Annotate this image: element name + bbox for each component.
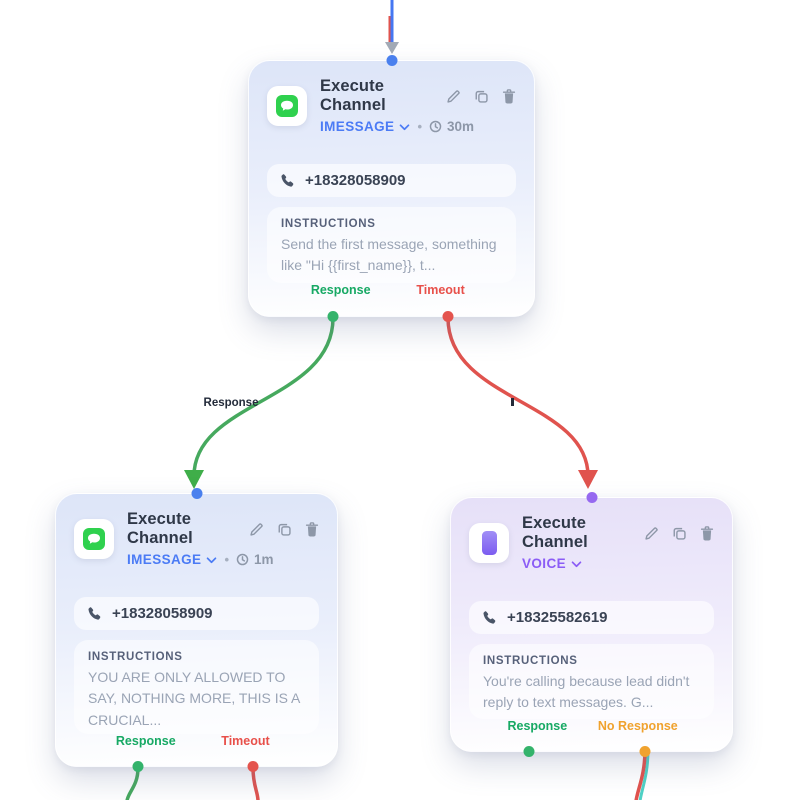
clock-icon bbox=[236, 553, 249, 566]
channel-name: VOICE bbox=[522, 556, 567, 571]
phone-number: +18328058909 bbox=[112, 605, 213, 622]
delete-icon[interactable] bbox=[502, 88, 516, 104]
phone-number: +18325582619 bbox=[507, 609, 608, 626]
node-execute-channel-bottom-left[interactable]: Execute Channel IMESSAGE • 1 bbox=[55, 488, 338, 772]
channel-selector[interactable]: IMESSAGE bbox=[127, 552, 217, 567]
instructions-box[interactable]: INSTRUCTIONS Send the first message, som… bbox=[267, 207, 516, 284]
edge-timeout-label-clipped bbox=[511, 398, 514, 406]
phone-icon bbox=[280, 173, 295, 188]
edge-timeout[interactable] bbox=[446, 316, 590, 478]
node-header: Execute Channel VOICE bbox=[469, 514, 714, 571]
channel-name: IMESSAGE bbox=[127, 552, 202, 567]
node-outputs: Response Timeout bbox=[74, 734, 319, 749]
duplicate-icon[interactable] bbox=[672, 526, 687, 541]
instructions-box[interactable]: INSTRUCTIONS YOU ARE ONLY ALLOWED TO SAY… bbox=[74, 640, 319, 734]
channel-name: IMESSAGE bbox=[320, 119, 395, 134]
handle-target-top[interactable] bbox=[586, 492, 597, 503]
instructions-text: You're calling because lead didn't reply… bbox=[483, 673, 690, 711]
duplicate-icon[interactable] bbox=[474, 89, 489, 104]
handle-target-top[interactable] bbox=[386, 55, 397, 66]
edit-icon[interactable] bbox=[644, 526, 659, 541]
phone-icon bbox=[482, 610, 497, 625]
instructions-heading: INSTRUCTIONS bbox=[483, 655, 578, 667]
output-label-response: Response bbox=[115, 733, 176, 748]
node-header: Execute Channel IMESSAGE • 1 bbox=[74, 510, 319, 567]
handle-source-no-response[interactable] bbox=[639, 746, 651, 757]
separator-dot: • bbox=[224, 552, 230, 567]
chevron-down-icon bbox=[206, 552, 217, 567]
instructions-box[interactable]: INSTRUCTIONS You're calling because lead… bbox=[469, 644, 714, 719]
phone-icon bbox=[87, 606, 102, 621]
channel-selector[interactable]: IMESSAGE bbox=[320, 119, 410, 134]
node-execute-channel-bottom-right[interactable]: Execute Channel VOICE +18325582619 bbox=[450, 492, 733, 757]
instructions-text: Send the first message, something like "… bbox=[281, 236, 497, 274]
edit-icon[interactable] bbox=[249, 522, 264, 537]
handle-source-timeout[interactable] bbox=[247, 761, 259, 772]
node-execute-channel-top[interactable]: Execute Channel IMESSAGE • 3 bbox=[248, 55, 535, 322]
chevron-down-icon bbox=[399, 119, 410, 134]
handle-target-top[interactable] bbox=[191, 488, 202, 499]
node-outputs: Response No Response bbox=[469, 719, 714, 734]
output-label-timeout: Timeout bbox=[416, 283, 465, 298]
edge-bl-timeout-out[interactable] bbox=[251, 767, 260, 800]
timeout-value: 30m bbox=[447, 119, 475, 134]
chevron-down-icon bbox=[571, 556, 582, 571]
edit-icon[interactable] bbox=[446, 89, 461, 104]
handle-source-response[interactable] bbox=[327, 311, 339, 322]
node-header: Execute Channel IMESSAGE • 3 bbox=[267, 77, 516, 134]
output-label-response: Response bbox=[507, 718, 568, 733]
phone-field[interactable]: +18325582619 bbox=[469, 601, 714, 634]
channel-selector[interactable]: VOICE bbox=[522, 556, 582, 571]
instructions-heading: INSTRUCTIONS bbox=[88, 651, 183, 663]
instructions-heading: INSTRUCTIONS bbox=[281, 218, 376, 230]
phone-field[interactable]: +18328058909 bbox=[74, 597, 319, 630]
phone-number: +18328058909 bbox=[305, 172, 406, 189]
clock-icon bbox=[429, 120, 442, 133]
handle-source-response[interactable] bbox=[523, 746, 535, 757]
instructions-text: YOU ARE ONLY ALLOWED TO SAY, NOTHING MOR… bbox=[88, 669, 300, 728]
separator-dot: • bbox=[417, 119, 423, 134]
edge-response[interactable] bbox=[192, 316, 335, 478]
voice-phone-icon bbox=[469, 522, 509, 563]
delete-icon[interactable] bbox=[700, 525, 714, 541]
node-title: Execute Channel bbox=[127, 510, 193, 547]
output-label-response: Response bbox=[310, 283, 371, 298]
handle-source-timeout[interactable] bbox=[442, 311, 454, 322]
output-label-timeout: Timeout bbox=[221, 733, 270, 748]
imessage-icon bbox=[74, 518, 114, 559]
imessage-icon bbox=[267, 85, 307, 126]
timeout-display: 1m bbox=[236, 552, 274, 567]
edge-bl-response-out[interactable] bbox=[125, 767, 140, 800]
delete-icon[interactable] bbox=[305, 521, 319, 537]
output-label-no-response: No Response bbox=[597, 718, 678, 733]
timeout-display: 30m bbox=[429, 119, 474, 134]
node-title: Execute Channel bbox=[320, 77, 386, 114]
edge-response-label: Response bbox=[203, 397, 259, 409]
duplicate-icon[interactable] bbox=[277, 522, 292, 537]
handle-source-response[interactable] bbox=[132, 761, 144, 772]
phone-field[interactable]: +18328058909 bbox=[267, 164, 516, 197]
node-title: Execute Channel bbox=[522, 514, 588, 551]
timeout-value: 1m bbox=[254, 552, 274, 567]
node-outputs: Response Timeout bbox=[267, 283, 516, 299]
